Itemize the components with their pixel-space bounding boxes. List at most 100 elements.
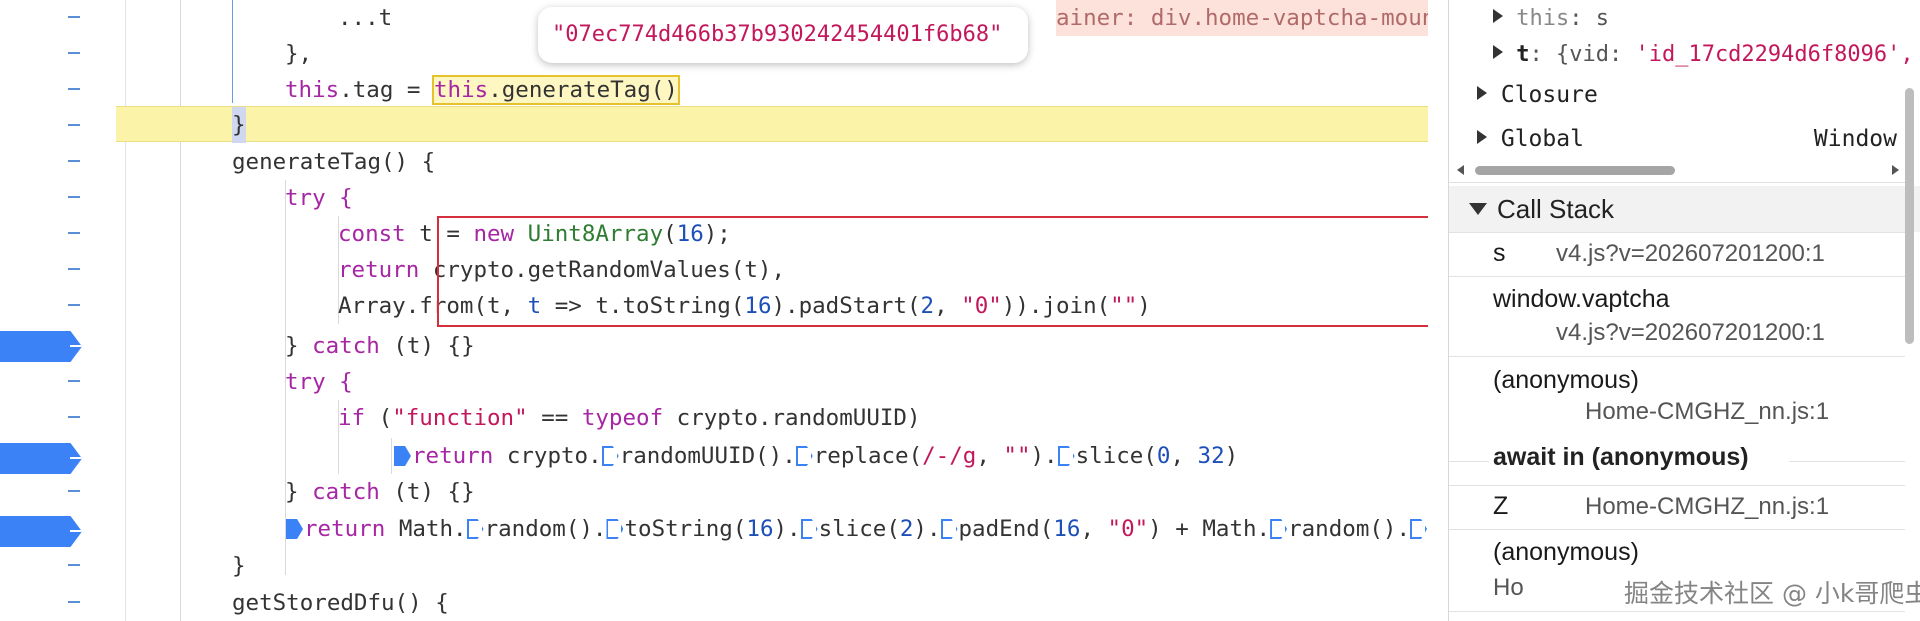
code-token: },: [285, 41, 313, 67]
code-token: 2: [920, 293, 935, 319]
code-token: try {: [285, 369, 353, 395]
inline-breakpoint-icon[interactable]: [1057, 446, 1075, 466]
inline-breakpoint-icon[interactable]: [1410, 519, 1428, 539]
breakpoint-marker[interactable]: [0, 513, 125, 549]
code-line: ...t ainer: div.home-vaptcha-mount, lang…: [126, 0, 1428, 36]
call-frame[interactable]: (anonymous) Ho: [1493, 538, 1639, 601]
code-token: }: [285, 333, 313, 359]
code-token: .generateTag(): [488, 77, 678, 103]
call-frame[interactable]: s v4.js?v=202607201200:1: [1493, 239, 1825, 267]
gutter-line[interactable]: [0, 72, 125, 108]
code-token: );: [703, 221, 731, 247]
expand-arrow-icon[interactable]: [1477, 86, 1487, 100]
scope-var-this[interactable]: this: s: [1493, 6, 1920, 31]
panel-scrollbar[interactable]: [1905, 88, 1914, 344]
gutter-line[interactable]: [0, 144, 125, 180]
scroll-right-icon[interactable]: [1892, 165, 1899, 175]
code-token: if: [338, 405, 366, 431]
gutter-line[interactable]: [0, 400, 125, 436]
breakpoint-marker[interactable]: [0, 328, 125, 364]
code-token: return crypto.getRandomValues(t),: [338, 252, 785, 288]
expand-arrow-icon[interactable]: [1477, 130, 1487, 144]
inline-value-overlay: [1056, 0, 1428, 36]
code-area[interactable]: ...t ainer: div.home-vaptcha-mount, lang…: [116, 0, 1428, 621]
code-token: (t) {}: [379, 333, 475, 359]
code-token: t =: [405, 221, 474, 247]
inline-breakpoint-icon[interactable]: [466, 519, 484, 539]
line-gutter[interactable]: [0, 0, 126, 621]
code-token: getStoredDfu() {: [232, 590, 449, 616]
expand-arrow-icon[interactable]: [1493, 9, 1503, 23]
gutter-line[interactable]: [0, 216, 125, 252]
code-token: this: [285, 77, 340, 103]
scope-horizontal-scrollbar[interactable]: [1457, 164, 1899, 176]
gutter-line[interactable]: [0, 585, 125, 621]
code-token: Array.from(t, t => t.toString(16).padSta…: [338, 288, 1151, 324]
call-frame[interactable]: Z Home-CMGHZ_nn.js:1: [1493, 492, 1830, 520]
code-token: ,: [1170, 443, 1198, 469]
code-line: },: [126, 36, 1428, 72]
gutter-line[interactable]: [0, 0, 125, 36]
indent-guide: [338, 400, 339, 474]
source-editor[interactable]: ...t ainer: div.home-vaptcha-mount, lang…: [0, 0, 1428, 621]
code-line: Array.from(t, t => t.toString(16).padSta…: [126, 288, 1428, 324]
code-token: } catch (t) {}: [285, 328, 475, 364]
inline-breakpoint-icon[interactable]: [601, 446, 619, 466]
code-line: } catch (t) {}: [126, 328, 1428, 364]
code-token: return crypto.randomUUID().replace(/-/g,…: [394, 438, 1238, 474]
gutter-line[interactable]: [0, 36, 125, 72]
gutter-line[interactable]: [0, 252, 125, 288]
gutter-line[interactable]: [0, 474, 125, 510]
code-token: "0": [1107, 516, 1149, 542]
gutter-line[interactable]: [0, 364, 125, 400]
code-token: new: [473, 221, 515, 247]
inline-breakpoint-icon[interactable]: [800, 519, 818, 539]
code-line: getStoredDfu() {: [126, 585, 1428, 621]
collapse-arrow-icon[interactable]: [1469, 203, 1487, 215]
call-frame[interactable]: window.vaptcha v4.js?v=202607201200:1: [1493, 285, 1825, 346]
inline-breakpoint-icon[interactable]: [286, 519, 303, 539]
code-token: "0": [961, 293, 1002, 319]
code-token: ainer: div.home-vaptcha-mount, lang: 'zh…: [1056, 5, 1428, 31]
inline-breakpoint-icon[interactable]: [940, 519, 958, 539]
code-token: ): [1137, 293, 1151, 319]
code-line: this.tag = this.generateTag(): [126, 72, 1428, 108]
code-token: 16: [1053, 516, 1081, 542]
gutter-line[interactable]: [0, 288, 125, 324]
code-token: random().: [484, 516, 607, 542]
code-token: catch: [312, 479, 380, 505]
code-token: Math.: [385, 516, 467, 542]
value-tooltip[interactable]: "07ec774d466b37b930242454401f6b68": [538, 7, 1028, 63]
scope-global[interactable]: Global Window: [1477, 126, 1897, 152]
code-token: 16: [746, 516, 774, 542]
gutter-line[interactable]: [0, 548, 125, 584]
scope-closure[interactable]: Closure: [1477, 82, 1920, 108]
code-line: if ("function" == typeof crypto.randomUU…: [126, 400, 1428, 436]
call-stack-header[interactable]: Call Stack: [1449, 186, 1920, 232]
inline-breakpoint-icon[interactable]: [1270, 519, 1288, 539]
code-token: slice(: [818, 516, 900, 542]
code-token: toString(: [624, 516, 747, 542]
code-token: (: [365, 405, 393, 431]
breakpoint-marker[interactable]: [0, 440, 125, 476]
expand-arrow-icon[interactable]: [1493, 45, 1503, 59]
tooltip-value: "07ec774d466b37b930242454401f6b68": [552, 22, 1003, 47]
inline-breakpoint-icon[interactable]: [394, 446, 411, 466]
scroll-left-icon[interactable]: [1457, 165, 1464, 175]
inline-breakpoint-icon[interactable]: [606, 519, 624, 539]
code-token: ).: [773, 516, 801, 542]
code-token: (t) {}: [379, 479, 475, 505]
call-frame[interactable]: (anonymous) Home-CMGHZ_nn.js:1: [1493, 366, 1830, 425]
code-token: 0: [1156, 443, 1171, 469]
code-token: return Math.random().toString(16).slice(…: [286, 511, 1428, 547]
code-line: }: [126, 548, 1428, 584]
code-token: return: [304, 516, 386, 542]
gutter-line[interactable]: [0, 180, 125, 216]
code-token: t: [527, 293, 542, 319]
gutter-line[interactable]: [0, 108, 125, 144]
scope-var-t[interactable]: t: {vid: 'id_17cd2294d6f8096',: [1493, 42, 1920, 67]
inline-breakpoint-icon[interactable]: [795, 446, 813, 466]
evaluated-expression[interactable]: this.generateTag(): [432, 75, 680, 105]
code-token: 2: [899, 516, 914, 542]
code-token: this.tag = this.generateTag(): [285, 72, 680, 108]
